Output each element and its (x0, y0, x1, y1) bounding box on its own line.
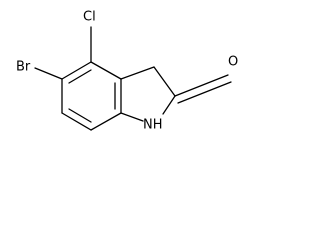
bond-c5-br (34, 67, 63, 80)
atom-label-nh: NH (143, 118, 163, 133)
molecule-structure: Cl Br O NH (16, 10, 238, 133)
bond-c5-c4 (61, 61, 92, 80)
bond-c3-c2 (153, 66, 176, 97)
double-bond-c4-c5-inner (68, 69, 92, 84)
bond-c2-o (174, 74, 229, 97)
double-bond-c6-c7-inner (68, 108, 92, 123)
bond-n1-c7a (120, 112, 144, 122)
atom-label-br: Br (16, 60, 31, 75)
bond-c4a-c3 (120, 66, 155, 80)
double-bond-c2-o (177, 81, 232, 104)
atom-label-cl: Cl (83, 10, 96, 25)
bond-c4-c4a (90, 61, 122, 80)
bond-c7-c6 (61, 112, 92, 131)
bond-c7a-c7 (90, 112, 122, 131)
bond-c2-n1 (162, 95, 176, 115)
atom-label-o: O (228, 55, 238, 70)
